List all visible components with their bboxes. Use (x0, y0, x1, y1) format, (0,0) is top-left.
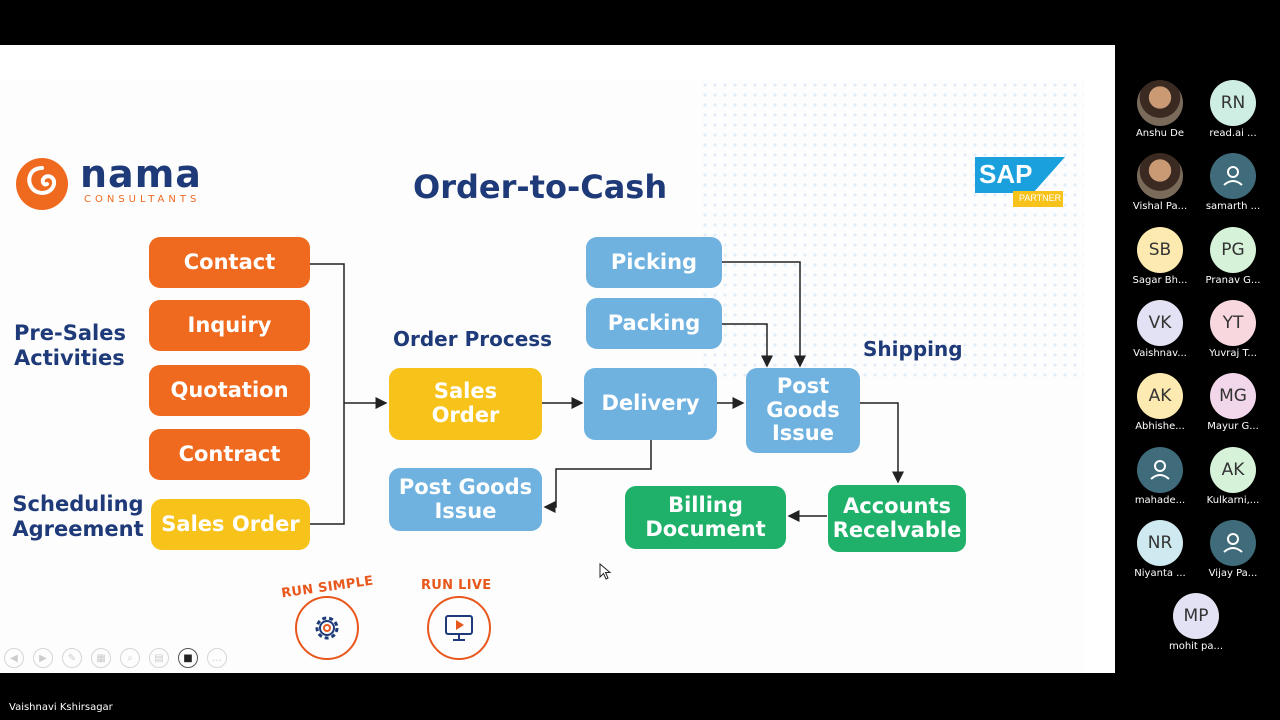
participant-tile[interactable]: Vishal Pa... (1127, 153, 1193, 212)
participant-name: Vaishnav... (1133, 348, 1187, 359)
swirl-icon (16, 158, 68, 210)
avatar-initials: RN (1210, 80, 1256, 126)
avatar-initials: AK (1210, 447, 1256, 493)
mouse-cursor-icon (599, 563, 612, 580)
participant-tile[interactable]: PG Pranav G... (1200, 227, 1266, 286)
participant-name: Sagar Bh... (1132, 275, 1188, 286)
participant-tile[interactable]: RN read.ai ... (1200, 80, 1266, 139)
avatar-initials: SB (1137, 227, 1183, 273)
participant-name: Yuvraj T... (1209, 348, 1257, 359)
participant-tile[interactable]: AK Kulkarni,... (1200, 447, 1266, 506)
quotation-box: Quotation (149, 365, 310, 416)
inquiry-box: Inquiry (149, 300, 310, 351)
avatar-initials: VK (1137, 300, 1183, 346)
shipping-label: Shipping (863, 337, 963, 361)
participant-tile[interactable]: mahade... (1127, 447, 1193, 506)
participant-name: Anshu De (1135, 128, 1185, 139)
nama-sub: CONSULTANTS (84, 194, 201, 205)
participant-name: Mayur G... (1207, 421, 1259, 432)
billing-document-box: Billing Document (625, 486, 786, 549)
packing-box: Packing (586, 298, 722, 349)
sap-sub: PARTNER (1019, 193, 1062, 203)
post-goods-issue-box: Post Goods Issue (746, 368, 860, 453)
participant-name: Pranav G... (1205, 275, 1261, 286)
sales-order-sched-box: Sales Order (151, 499, 310, 550)
participant-name: Kulkarni,... (1206, 495, 1260, 506)
camera-icon[interactable]: ■ (178, 648, 198, 668)
avatar-initials: MP (1173, 593, 1219, 639)
participant-tile[interactable]: YT Yuvraj T... (1200, 300, 1266, 359)
participants-panel: Anshu De RN read.ai ... Vishal Pa... samarth… (1115, 0, 1280, 720)
next-icon[interactable]: ▶ (33, 648, 53, 668)
nama-logo: nama CONSULTANTS (14, 152, 214, 212)
accounts-receivable-box: Accounts Recelvable (828, 485, 966, 552)
slide: nama CONSULTANTS Order-to-Cash SAP PARTN… (0, 80, 1084, 673)
participant-tile[interactable]: MG Mayur G... (1200, 373, 1266, 432)
presales-label: Pre-Sales Activities (14, 321, 126, 371)
previous-icon[interactable]: ◀ (4, 648, 24, 668)
participant-tile[interactable]: samarth ... (1200, 153, 1266, 212)
order-process-label: Order Process (393, 327, 553, 351)
user-icon (1137, 447, 1183, 493)
contact-box: Contact (149, 237, 310, 288)
participant-tile[interactable]: SB Sagar Bh... (1127, 227, 1193, 286)
participant-name: Abhishe... (1135, 421, 1185, 432)
post-goods-issue-return-box: Post Goods Issue (389, 468, 542, 531)
participant-tile[interactable]: AK Abhishe... (1127, 373, 1193, 432)
presenter-name: Vaishnavi Kshirsagar (9, 702, 113, 713)
run-live-label: RUN LIVE (421, 578, 492, 593)
participant-name: Vijay Pa... (1208, 568, 1258, 579)
participant-name: Vishal Pa... (1132, 201, 1188, 212)
participant-tile[interactable]: Vijay Pa... (1200, 520, 1266, 579)
participant-name: Niyanta ... (1134, 568, 1186, 579)
slides-icon[interactable]: ▦ (91, 648, 111, 668)
monitor-play-icon (445, 615, 473, 641)
participant-tile[interactable]: VK Vaishnav... (1127, 300, 1193, 359)
participant-tile[interactable]: Anshu De (1127, 80, 1193, 139)
user-icon (1210, 520, 1256, 566)
subtitles-icon[interactable]: ▤ (149, 648, 169, 668)
avatar-initials: AK (1137, 373, 1183, 419)
gear-icon (315, 616, 339, 640)
participant-tile[interactable]: NR Niyanta ... (1127, 520, 1193, 579)
shared-screen: nama CONSULTANTS Order-to-Cash SAP PARTN… (0, 45, 1115, 673)
avatar-photo (1137, 153, 1183, 199)
connector-lines (310, 261, 904, 525)
avatar-initials: MG (1210, 373, 1256, 419)
pen-icon[interactable]: ✎ (62, 648, 82, 668)
presentation-toolbar: ◀ ▶ ✎ ▦ ⌕ ▤ ■ … (4, 648, 227, 668)
zoom-icon[interactable]: ⌕ (120, 648, 140, 668)
sales-order-box: Sales Order (389, 368, 542, 440)
nama-brand: nama (80, 152, 202, 196)
participant-tile[interactable]: MP mohit pa... (1163, 593, 1229, 652)
sap-brand: SAP (979, 159, 1033, 189)
scheduling-label: Scheduling Agreement (12, 492, 144, 542)
delivery-box: Delivery (584, 368, 717, 440)
participant-name: read.ai ... (1209, 128, 1257, 139)
avatar-initials: PG (1210, 227, 1256, 273)
sap-partner-logo: SAP PARTNER (975, 157, 1065, 207)
avatar-initials: YT (1210, 300, 1256, 346)
run-live-badge (427, 596, 491, 660)
contract-box: Contract (149, 429, 310, 480)
picking-box: Picking (586, 237, 722, 288)
participant-name: mahade... (1134, 495, 1186, 506)
run-simple-badge (295, 596, 359, 660)
avatar-photo (1137, 80, 1183, 126)
user-icon (1210, 153, 1256, 199)
avatar-initials: NR (1137, 520, 1183, 566)
participant-name: samarth ... (1205, 201, 1261, 212)
participant-name: mohit pa... (1168, 641, 1224, 652)
dot-pattern (700, 80, 1084, 380)
slide-title: Order-to-Cash (413, 168, 668, 206)
more-icon[interactable]: … (207, 648, 227, 668)
